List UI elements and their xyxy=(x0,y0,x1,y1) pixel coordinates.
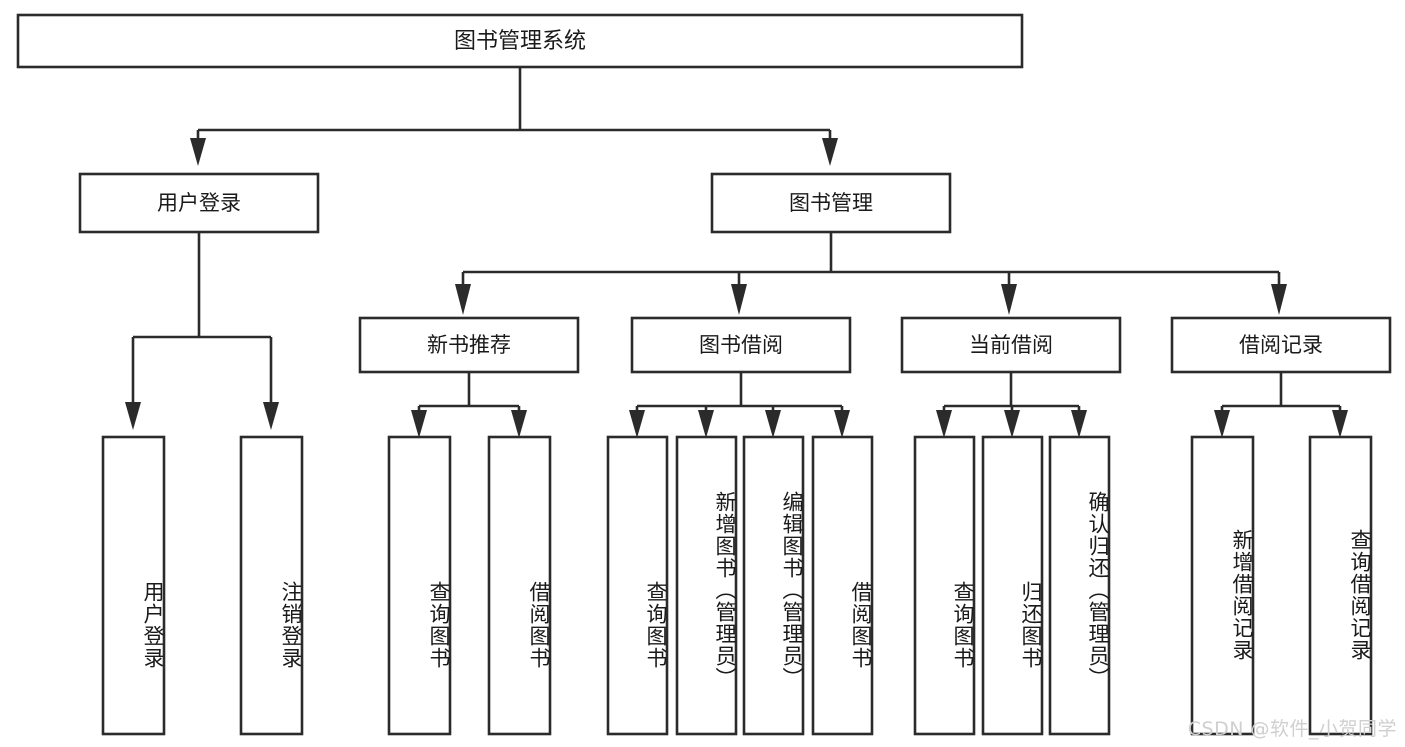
leaf-box-query-book-1[interactable] xyxy=(387,435,452,736)
leaf-box-borrow-book-1[interactable] xyxy=(487,435,552,736)
node-root-box[interactable] xyxy=(16,13,1024,69)
leaf-box-query-record[interactable] xyxy=(1308,435,1373,736)
node-book-manage-box[interactable] xyxy=(710,172,952,234)
arrow-to-new-book-recommend xyxy=(455,284,471,315)
arrow-to-book-manage xyxy=(822,138,838,166)
leaf-box-borrow-book-2[interactable] xyxy=(811,435,874,736)
arrow-leaf-return-book xyxy=(1004,410,1020,438)
leaf-box-add-record[interactable] xyxy=(1190,435,1255,736)
node-current-borrow-label: 当前借阅 xyxy=(969,333,1053,357)
node-new-book-recommend-box[interactable] xyxy=(358,316,580,374)
leaf-box-user-login[interactable] xyxy=(101,435,166,736)
arrow-leaf-logout xyxy=(263,402,279,430)
arrow-to-user-login xyxy=(190,138,206,166)
arrow-leaf-borrow-book-1 xyxy=(511,410,527,438)
node-user-login-label: 用户登录 xyxy=(157,191,241,215)
leaf-box-edit-book[interactable] xyxy=(742,435,805,736)
arrow-leaf-query-book-2 xyxy=(629,410,645,438)
arrow-leaf-user-login xyxy=(125,402,141,430)
arrow-to-book-borrow xyxy=(731,284,747,315)
leaf-box-confirm-return[interactable] xyxy=(1048,435,1111,736)
node-book-borrow-label: 图书借阅 xyxy=(699,333,783,357)
arrow-leaf-edit-book xyxy=(765,410,781,438)
node-book-borrow[interactable]: 图书借阅 xyxy=(630,316,852,374)
arrow-leaf-add-record xyxy=(1214,410,1230,438)
csdn-watermark: CSDN @软件_小贺同学 xyxy=(1187,718,1397,740)
arrow-leaf-add-book xyxy=(698,410,714,438)
leaf-box-logout[interactable] xyxy=(239,435,304,736)
node-root-label: 图书管理系统 xyxy=(454,29,586,54)
leaf-box-return-book[interactable] xyxy=(981,435,1044,736)
node-current-borrow[interactable]: 当前借阅 xyxy=(900,316,1122,374)
node-borrow-record-label: 借阅记录 xyxy=(1239,333,1323,357)
leaf-box-query-book-3[interactable] xyxy=(913,435,976,736)
arrow-leaf-query-record xyxy=(1332,410,1348,438)
node-new-book-recommend[interactable]: 新书推荐 xyxy=(358,316,580,374)
arrow-leaf-query-book-3 xyxy=(936,410,952,438)
node-root[interactable]: 图书管理系统 xyxy=(16,13,1024,69)
arrow-to-current-borrow xyxy=(1001,284,1017,315)
arrow-leaf-query-book-1 xyxy=(411,410,427,438)
leaf-box-add-book[interactable] xyxy=(675,435,738,736)
arrow-to-borrow-record xyxy=(1271,284,1287,315)
node-borrow-record[interactable]: 借阅记录 xyxy=(1170,316,1392,374)
node-book-borrow-box[interactable] xyxy=(630,316,852,374)
node-book-manage[interactable]: 图书管理 xyxy=(710,172,952,234)
arrow-leaf-borrow-book-2 xyxy=(834,410,850,438)
node-borrow-record-box[interactable] xyxy=(1170,316,1392,374)
arrow-leaf-confirm-return xyxy=(1071,410,1087,438)
node-current-borrow-box[interactable] xyxy=(900,316,1122,374)
node-new-book-recommend-label: 新书推荐 xyxy=(427,333,511,357)
node-book-manage-label: 图书管理 xyxy=(789,191,873,215)
leaf-box-query-book-2[interactable] xyxy=(606,435,669,736)
node-user-login[interactable]: 用户登录 xyxy=(78,172,320,234)
